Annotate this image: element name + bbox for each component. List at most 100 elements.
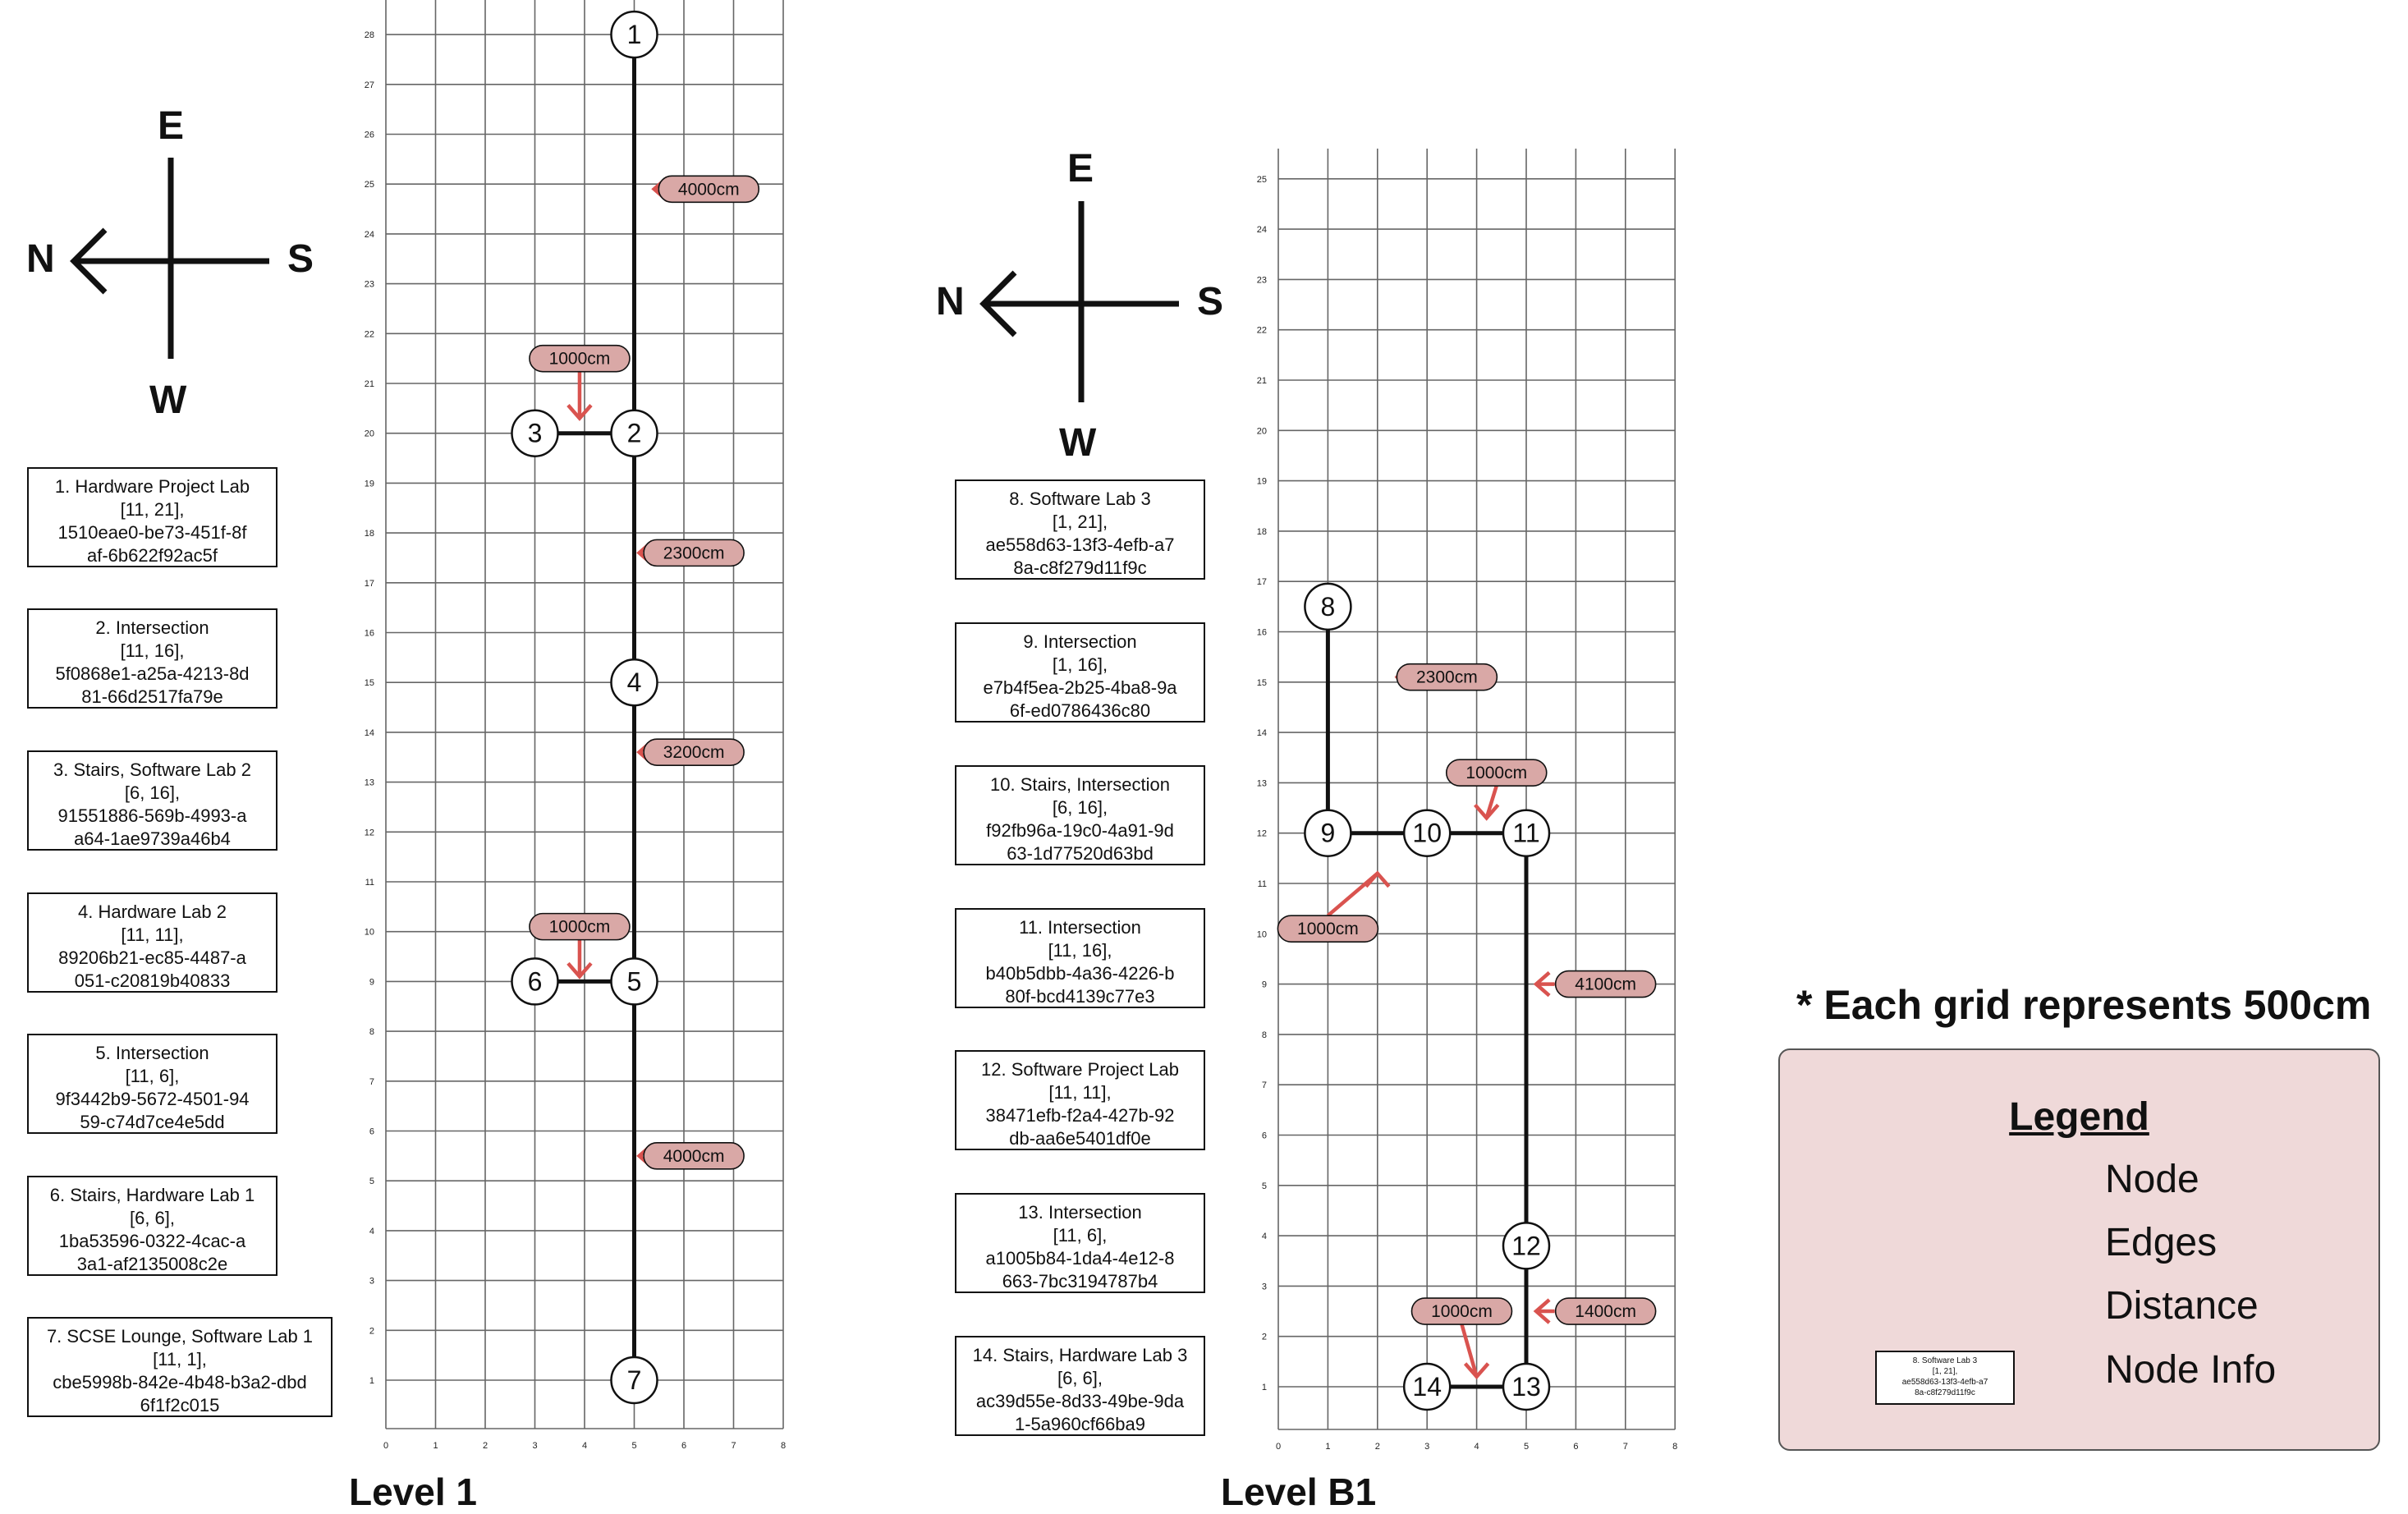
node-label: 11 xyxy=(1512,819,1539,848)
y-tick-label: 23 xyxy=(1257,275,1267,285)
node-info-line: b40b5dbb-4a36-4226-b xyxy=(985,963,1175,984)
distance-pill xyxy=(1410,1297,1513,1325)
compass-south-label-b1: S xyxy=(1197,280,1224,323)
node-info-line: 10. Stairs, Intersection xyxy=(990,774,1170,795)
node-circle xyxy=(1502,1222,1551,1270)
node-circle xyxy=(1402,1362,1452,1411)
node-info-line: [6, 16], xyxy=(124,782,181,803)
y-tick-label: 5 xyxy=(369,1177,374,1186)
distance-pill xyxy=(529,344,631,373)
x-tick-label: 7 xyxy=(1623,1442,1628,1452)
distance-label: 2300cm xyxy=(663,544,725,562)
x-tick-label: 4 xyxy=(582,1441,587,1451)
node-circle xyxy=(1304,809,1352,857)
y-tick-label: 25 xyxy=(1257,175,1267,185)
distance-pill xyxy=(1554,970,1657,998)
node-circle xyxy=(511,409,559,457)
node-info-line: [1, 21], xyxy=(1052,512,1108,532)
x-tick-label: 5 xyxy=(1524,1442,1529,1452)
node-label: 14 xyxy=(1412,1372,1442,1402)
y-tick-label: 4 xyxy=(1262,1232,1267,1241)
node-info-line: [11, 16], xyxy=(1048,940,1112,961)
y-tick-label: 14 xyxy=(365,728,374,738)
node-info-line: 81-66d2517fa79e xyxy=(81,686,223,707)
y-tick-label: 7 xyxy=(369,1077,374,1087)
distance-pill xyxy=(1554,1297,1657,1325)
x-tick-label: 3 xyxy=(532,1441,537,1451)
node-info-line: af-6b622f92ac5f xyxy=(86,545,218,566)
node-info-line: 6f-ed0786436c80 xyxy=(1009,700,1151,721)
y-tick-label: 13 xyxy=(1257,778,1267,788)
node-info-box: 10. Stairs, Intersection[6, 16],f92fb96a… xyxy=(955,765,1205,865)
node-info-box: 14. Stairs, Hardware Lab 3[6, 6],ac39d55… xyxy=(955,1336,1205,1436)
legend-edges-label: Edges xyxy=(2105,1221,2218,1264)
distance-pill xyxy=(643,539,745,567)
x-tick-label: 2 xyxy=(483,1441,488,1451)
node-info-line: 3. Stairs, Software Lab 2 xyxy=(53,759,251,780)
y-tick-label: 16 xyxy=(365,629,374,639)
node-info-line: cbe5998b-842e-4b48-b3a2-dbd xyxy=(53,1372,307,1392)
distance-label: 1000cm xyxy=(1465,764,1527,782)
node-info-line: e7b4f5ea-2b25-4ba8-9a xyxy=(983,677,1177,698)
node-info-line: 1. Hardware Project Lab xyxy=(54,476,250,497)
node-info-box: 4. Hardware Lab 2[11, 11],89206b21-ec85-… xyxy=(27,892,277,993)
y-tick-label: 27 xyxy=(365,80,374,90)
node-info-line: 1510eae0-be73-451f-8f xyxy=(57,522,247,543)
y-tick-label: 22 xyxy=(1257,326,1267,336)
distance-pill xyxy=(643,738,745,766)
y-tick-label: 12 xyxy=(1257,829,1267,839)
distance-pill xyxy=(643,1142,745,1170)
x-tick-label: 8 xyxy=(781,1441,786,1451)
node-info-box: 2. Intersection[11, 16],5f0868e1-a25a-42… xyxy=(27,608,277,709)
x-tick-label: 6 xyxy=(1573,1442,1578,1452)
node-info-line: 7. SCSE Lounge, Software Lab 1 xyxy=(46,1326,314,1347)
node-info-box: 11. Intersection[11, 16],b40b5dbb-4a36-4… xyxy=(955,908,1205,1008)
node-label: 3 xyxy=(528,419,543,448)
node-info-box: 8. Software Lab 3[1, 21],ae558d63-13f3-4… xyxy=(955,479,1205,580)
y-tick-label: 22 xyxy=(365,329,374,339)
node-info-line: 9f3442b9-5672-4501-94 xyxy=(55,1089,250,1109)
y-tick-label: 20 xyxy=(365,429,374,439)
node-info-line: 6f1f2c015 xyxy=(140,1395,220,1415)
y-tick-label: 3 xyxy=(369,1277,374,1287)
y-tick-label: 14 xyxy=(1257,728,1267,738)
node-info-box: 13. Intersection[11, 6],a1005b84-1da4-4e… xyxy=(955,1193,1205,1293)
node-circle xyxy=(610,658,658,707)
node-info-line: ac39d55e-8d33-49be-9da xyxy=(975,1391,1185,1411)
y-tick-label: 18 xyxy=(1257,527,1267,537)
y-tick-label: 1 xyxy=(369,1376,374,1386)
node-info-line: 91551886-569b-4993-a xyxy=(57,805,247,826)
distance-pill xyxy=(1396,663,1498,691)
node-info-line: 5. Intersection xyxy=(95,1043,209,1063)
x-tick-label: 1 xyxy=(1325,1442,1330,1452)
x-tick-label: 0 xyxy=(383,1441,388,1451)
x-tick-label: 3 xyxy=(1424,1442,1429,1452)
node-info-line: [11, 6], xyxy=(1053,1225,1108,1246)
y-tick-label: 10 xyxy=(1257,929,1267,939)
node-info-line: 9. Intersection xyxy=(1023,631,1137,652)
node-info-line: 6. Stairs, Hardware Lab 1 xyxy=(49,1185,255,1205)
legend-sample-info-box: 8. Software Lab 3 [1, 21], ae558d63-13f3… xyxy=(1875,1351,2015,1405)
node-info-line: [11, 11], xyxy=(1048,1082,1112,1103)
distance-label: 4000cm xyxy=(663,1147,725,1166)
distance-arrow-head xyxy=(566,961,593,980)
distance-label: 1000cm xyxy=(1431,1302,1493,1321)
distance-label: 1000cm xyxy=(1297,920,1359,938)
distance-arrow-shaft xyxy=(1484,785,1498,819)
y-tick-label: 20 xyxy=(1257,426,1267,436)
node-info-line: [11, 16], xyxy=(120,640,185,661)
legend-sample-info-line: 8a-c8f279d11f9c xyxy=(1915,1388,1975,1397)
distance-pill xyxy=(1277,915,1379,943)
node-info-line: 59-c74d7ce4e5dd xyxy=(80,1112,225,1132)
grid-scale-note: * Each grid represents 500cm xyxy=(1796,982,2372,1028)
node-info-line: 63-1d77520d63bd xyxy=(1007,843,1154,864)
node-info-line: [6, 16], xyxy=(1052,797,1108,818)
node-circle xyxy=(1502,809,1551,857)
distance-label: 4000cm xyxy=(678,180,740,199)
y-tick-label: 19 xyxy=(365,479,374,489)
node-info-line: a64-1ae9739a46b4 xyxy=(74,828,231,849)
y-tick-label: 6 xyxy=(1262,1131,1267,1141)
node-label: 9 xyxy=(1321,819,1336,848)
node-info-line: 80f-bcd4139c77e3 xyxy=(1005,986,1155,1007)
